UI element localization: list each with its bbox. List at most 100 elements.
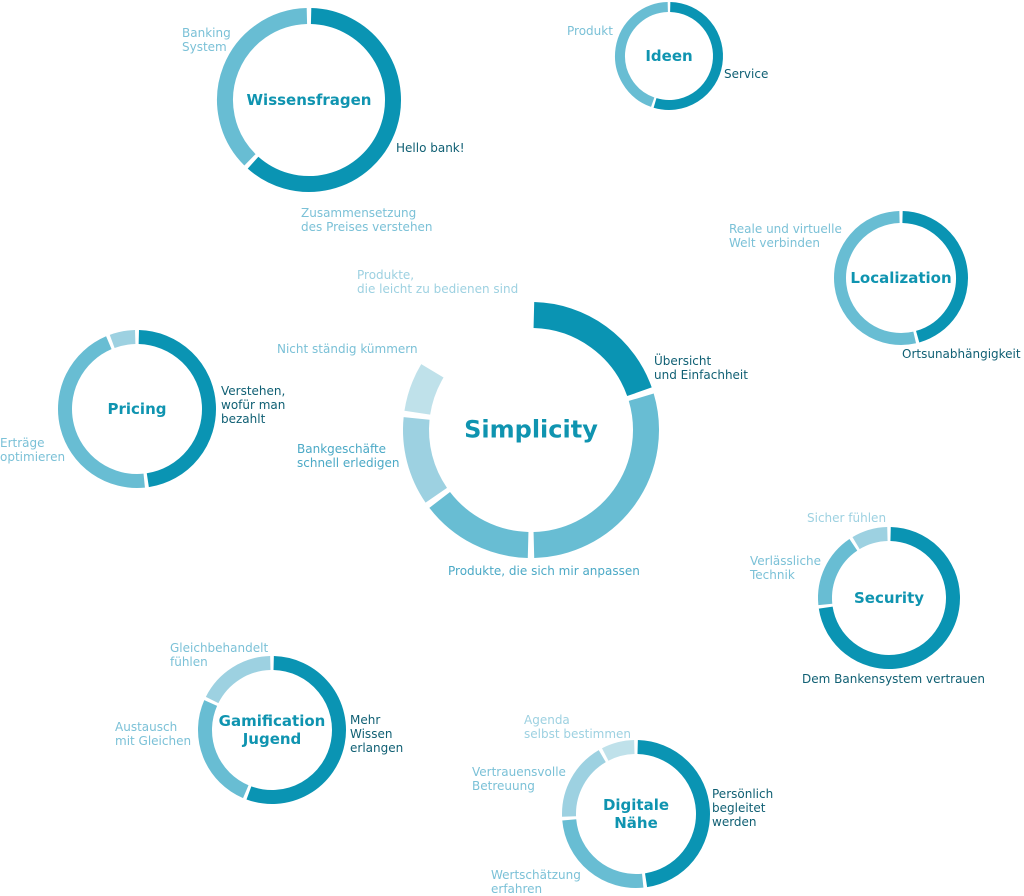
segment-label-line: Wissen xyxy=(350,727,393,741)
segment-label-line: Mehr xyxy=(350,713,381,727)
segment-label-line: Bankgeschäfte xyxy=(297,442,387,456)
ring-segment-security-1 xyxy=(818,539,858,606)
segment-label-line: bezahlt xyxy=(221,412,266,426)
circle-title-simplicity: Simplicity xyxy=(464,416,598,445)
segment-label-line: Produkte, die sich mir anpassen xyxy=(448,564,640,578)
segment-label-line: erlangen xyxy=(350,741,404,755)
segment-label-line: Erträge xyxy=(0,436,45,450)
segment-label-line: Reale und virtuelle xyxy=(729,222,842,236)
segment-label-line: Verlässliche xyxy=(750,554,822,568)
segment-label-line: Verstehen, xyxy=(221,384,286,398)
segment-label-line: mit Gleichen xyxy=(115,734,192,748)
ring-digitale xyxy=(562,740,710,888)
ring-segment-digitale-0 xyxy=(637,740,710,888)
ring-segment-ideen-1 xyxy=(615,2,669,107)
ring-segment-wissensfragen-0 xyxy=(247,8,401,192)
ring-segment-simplicity-3 xyxy=(403,417,448,503)
segment-label-simplicity-3: Nicht ständig kümmern xyxy=(277,342,418,356)
ring-simplicity xyxy=(403,302,659,558)
segment-label-line: Übersicht xyxy=(654,354,712,368)
ring-segment-pricing-1 xyxy=(58,336,145,488)
circle-title-security: Security xyxy=(854,589,924,607)
segment-label-line: Sicher fühlen xyxy=(807,511,887,525)
segment-label-line: Persönlich xyxy=(712,787,774,801)
ring-segment-simplicity-2 xyxy=(429,491,529,558)
segment-label-wissensfragen-0: Hello bank! xyxy=(396,141,465,155)
segment-label-line: wofür man xyxy=(221,398,286,412)
segment-label-line: erfahren xyxy=(491,882,543,896)
ring-security xyxy=(818,527,960,669)
ring-segment-gamification-1 xyxy=(198,700,249,799)
segment-label-ideen-0: Service xyxy=(724,67,768,81)
circle-title-line: Digitale xyxy=(602,796,670,814)
segment-label-line: Zusammensetzung xyxy=(301,206,417,220)
ring-segment-security-2 xyxy=(852,527,888,550)
ring-segment-wissensfragen-2 xyxy=(217,8,308,166)
segment-label-line: Produkte, xyxy=(357,268,415,282)
segment-label-line: Hello bank! xyxy=(396,141,465,155)
segment-label-line: optimieren xyxy=(0,450,66,464)
segment-label-line: fühlen xyxy=(170,655,208,669)
ring-segment-simplicity-4 xyxy=(404,364,444,416)
segment-label-line: und Einfachheit xyxy=(654,368,748,382)
segment-label-line: werden xyxy=(712,815,757,829)
circle-title-line: Ideen xyxy=(645,47,693,65)
segment-label-line: Banking xyxy=(182,26,231,40)
ring-segment-security-0 xyxy=(818,527,960,669)
segment-label-simplicity-1: Produkte, die sich mir anpassen xyxy=(448,564,640,578)
segment-label-line: des Preises verstehen xyxy=(301,220,433,234)
segment-label-line: Nicht ständig kümmern xyxy=(277,342,418,356)
circle-title-line: Simplicity xyxy=(464,415,598,444)
segment-label-line: Agenda xyxy=(524,713,570,727)
circle-title-line: Gamification xyxy=(218,712,326,730)
segment-label-ideen-1: Produkt xyxy=(567,24,613,38)
circle-title-line: Wissensfragen xyxy=(246,91,372,109)
ring-ideen xyxy=(615,2,723,110)
segment-label-simplicity-4: Produkte,die leicht zu bedienen sind xyxy=(357,268,518,296)
segment-label-security-0: Dem Bankensystem vertrauen xyxy=(802,672,985,686)
segment-label-line: Vertrauensvolle xyxy=(472,765,566,779)
segment-label-line: schnell erledigen xyxy=(297,456,400,470)
segment-label-line: begleitet xyxy=(712,801,766,815)
circle-title-line: Jugend xyxy=(242,730,302,748)
ring-segment-simplicity-0 xyxy=(533,302,652,397)
segment-label-security-2: Sicher fühlen xyxy=(807,511,886,525)
ring-gamification xyxy=(198,656,346,804)
segment-label-line: Austausch xyxy=(115,720,178,734)
segment-label-line: Dem Bankensystem vertrauen xyxy=(802,672,986,686)
ring-segment-digitale-3 xyxy=(601,740,635,761)
segment-label-localization-0: Ortsunabhängigkeit xyxy=(902,347,1021,361)
ring-segment-localization-1 xyxy=(834,211,917,345)
ring-pricing xyxy=(58,330,216,488)
circle-title-wissensfragen: Wissensfragen xyxy=(247,91,372,109)
circle-title-line: Localization xyxy=(850,269,952,287)
circle-title-line: Security xyxy=(853,589,925,607)
ring-localization xyxy=(834,211,968,345)
segment-label-line: Welt verbinden xyxy=(729,236,820,250)
ring-segment-gamification-2 xyxy=(205,656,271,704)
circle-title-ideen: Ideen xyxy=(645,47,692,65)
circle-title-line: Nähe xyxy=(614,814,658,832)
circle-title-line: Pricing xyxy=(107,400,167,418)
circle-title-localization: Localization xyxy=(850,269,951,287)
ring-segment-simplicity-1 xyxy=(533,393,659,558)
segment-label-line: Betreuung xyxy=(472,779,535,793)
segment-label-line: Service xyxy=(724,67,769,81)
segment-label-line: Produkt xyxy=(567,24,613,38)
